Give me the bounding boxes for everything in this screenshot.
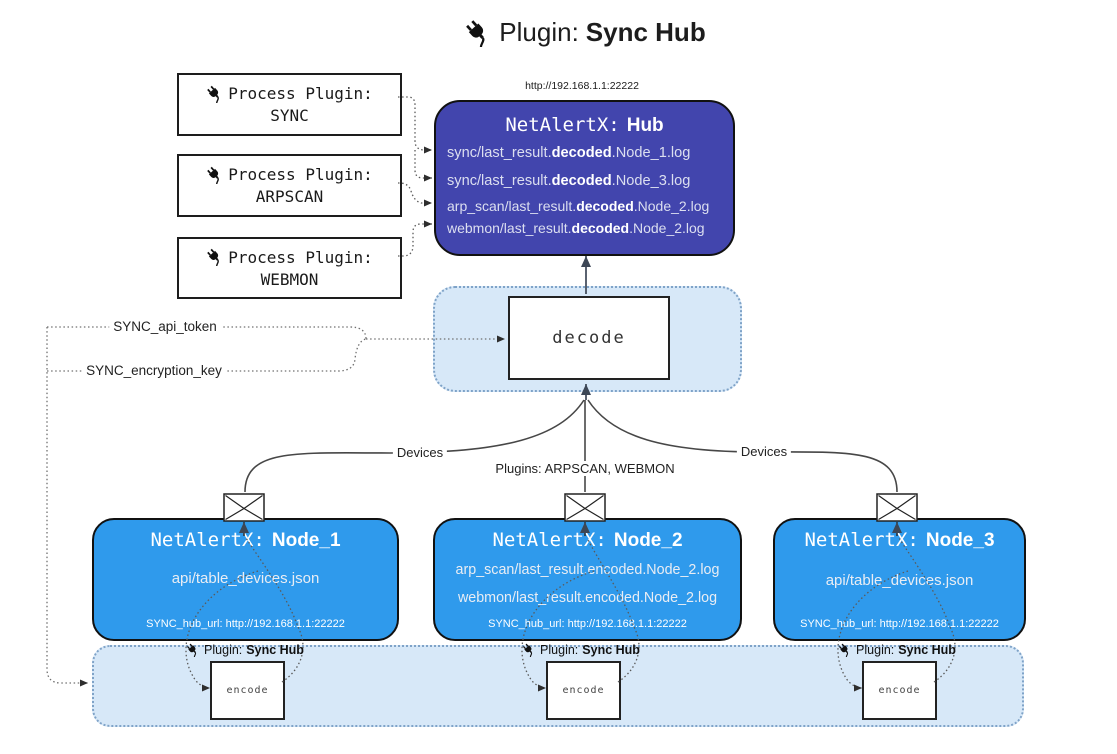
plug-icon xyxy=(522,643,536,657)
hub-log-line: webmon/last_result.decoded.Node_2.log xyxy=(447,220,705,236)
decode-box: decode xyxy=(508,296,670,380)
connector-arpscan xyxy=(398,182,432,207)
node-to-decode-curves xyxy=(244,399,898,493)
plug-icon xyxy=(186,643,200,657)
setting-label-api-token: SYNC_api_token xyxy=(109,319,221,334)
log-bold: decoded xyxy=(551,173,612,189)
node-title: NetAlertX: Node_2 xyxy=(435,529,740,552)
edge-label-plugins: Plugins: ARPSCAN, WEBMON xyxy=(491,461,679,476)
encode-caption: Plugin: Sync Hub xyxy=(838,643,956,657)
process-plugin-box-arpscan: Process Plugin: ARPSCAN xyxy=(177,154,402,217)
hub-box: NetAlertX:Hub sync/last_result.decoded.N… xyxy=(434,100,735,256)
plug-icon xyxy=(206,85,224,103)
log-post: .Node_2.log xyxy=(629,220,705,236)
process-plugin-name: ARPSCAN xyxy=(255,187,324,206)
connector-sync-2 xyxy=(414,150,432,182)
decode-label: decode xyxy=(552,328,626,348)
node-file-line: arp_scan/last_result.encoded.Node_2.log xyxy=(455,562,720,578)
log-bold: decoded xyxy=(571,220,630,236)
page-title-prefix: Plugin: xyxy=(499,17,579,47)
process-plugin-name: SYNC xyxy=(270,106,309,125)
hub-title-name: Hub xyxy=(626,115,664,136)
node-file-line: api/table_devices.json xyxy=(171,570,320,587)
encode-caption-prefix: Plugin: xyxy=(856,643,895,657)
envelope-icon xyxy=(876,493,918,522)
node-hub-url: SYNC_hub_url: http://192.168.1.1:22222 xyxy=(800,618,999,630)
encode-box: encode xyxy=(862,661,937,720)
setting-label-encryption-key: SYNC_encryption_key xyxy=(82,363,226,378)
log-bold: decoded xyxy=(551,145,612,161)
connector-webmon xyxy=(398,220,432,257)
log-pre: sync/last_result. xyxy=(447,145,552,161)
node-title: NetAlertX: Node_1 xyxy=(94,529,397,552)
node-title: NetAlertX: Node_3 xyxy=(775,529,1024,552)
page-title-name: Sync Hub xyxy=(585,17,706,47)
hub-title: NetAlertX: Hub xyxy=(436,114,733,137)
process-plugin-label-row: Process Plugin: xyxy=(179,165,400,184)
envelope-icon xyxy=(564,493,606,522)
process-plugin-label-row: Process Plugin: xyxy=(179,248,400,267)
hub-url-label: http://192.168.1.1:22222 xyxy=(525,80,639,92)
node-hub-url: SYNC_hub_url: http://192.168.1.1:22222 xyxy=(488,618,687,630)
node-box-node2: NetAlertX: Node_2 arp_scan/last_result.en… xyxy=(433,518,742,641)
encode-caption-prefix: Plugin: xyxy=(204,643,243,657)
log-post: .Node_3.log xyxy=(611,173,691,189)
log-pre: sync/last_result. xyxy=(447,173,552,189)
connector-settings-to-encode xyxy=(46,327,88,687)
encode-caption-name: Sync Hub xyxy=(246,643,304,657)
process-to-hub-connectors xyxy=(398,96,432,257)
process-plugin-label: Process Plugin: xyxy=(228,247,373,267)
encode-label: encode xyxy=(562,685,605,696)
plug-icon xyxy=(464,19,492,47)
hub-log-line: arp_scan/last_result.decoded.Node_2.log xyxy=(447,198,709,214)
page-title: Plugin: Sync Hub xyxy=(464,17,706,48)
plug-icon xyxy=(206,248,224,266)
process-plugin-label-row: Process Plugin: xyxy=(179,84,400,103)
hub-title-prefix: NetAlertX: xyxy=(505,114,620,136)
hub-log-line: sync/last_result.decoded.Node_3.log xyxy=(447,173,690,189)
encode-label: encode xyxy=(878,685,921,696)
node-title-prefix: NetAlertX: xyxy=(804,529,919,551)
encode-box: encode xyxy=(546,661,621,720)
log-post: .Node_2.log xyxy=(633,198,710,214)
encode-label: encode xyxy=(226,685,269,696)
process-plugin-label: Process Plugin: xyxy=(228,165,373,184)
node-title-name: Node_3 xyxy=(925,530,995,551)
node-box-node1: NetAlertX:Node_1 api/table_devices.json … xyxy=(92,518,399,641)
envelope-icons xyxy=(223,493,918,522)
edge-label-devices-right: Devices xyxy=(736,444,792,459)
plug-icon xyxy=(838,643,852,657)
node-title-name: Node_2 xyxy=(613,530,683,551)
log-post: .Node_1.log xyxy=(611,145,691,161)
encode-caption: Plugin: Sync Hub xyxy=(186,643,304,657)
process-plugin-name: WEBMON xyxy=(260,269,319,289)
log-pre: arp_scan/last_result. xyxy=(447,198,577,214)
edge-label-devices-left: Devices xyxy=(392,445,448,460)
encode-box: encode xyxy=(210,661,285,720)
encode-caption: Plugin: Sync Hub xyxy=(522,643,640,657)
hub-log-line: sync/last_result.decoded.Node_1.log xyxy=(447,145,690,161)
node-file-line: webmon/last_result.encoded.Node_2.log xyxy=(457,590,718,606)
node-box-node3: NetAlertX:Node_3 api/table_devices.json … xyxy=(773,518,1026,641)
node-hub-url: SYNC_hub_url: http://192.168.1.1:22222 xyxy=(146,618,345,630)
process-plugin-label: Process Plugin: xyxy=(228,84,373,103)
node-file-line: api/table_devices.json xyxy=(825,572,974,589)
node-title-prefix: NetAlertX: xyxy=(492,529,607,551)
node-title-prefix: NetAlertX: xyxy=(150,529,265,551)
encode-caption-name: Sync Hub xyxy=(898,643,956,657)
process-plugin-box-webmon: Process Plugin: WEBMON xyxy=(177,237,402,299)
envelope-icon xyxy=(223,493,265,522)
log-bold: decoded xyxy=(576,198,634,214)
process-plugin-box-sync: Process Plugin: SYNC xyxy=(177,73,402,136)
encode-caption-prefix: Plugin: xyxy=(540,643,579,657)
connector-sync-1 xyxy=(398,96,432,154)
plug-icon xyxy=(206,166,224,184)
node-title-name: Node_1 xyxy=(271,530,341,551)
log-pre: webmon/last_result. xyxy=(447,220,572,236)
encode-caption-name: Sync Hub xyxy=(582,643,640,657)
